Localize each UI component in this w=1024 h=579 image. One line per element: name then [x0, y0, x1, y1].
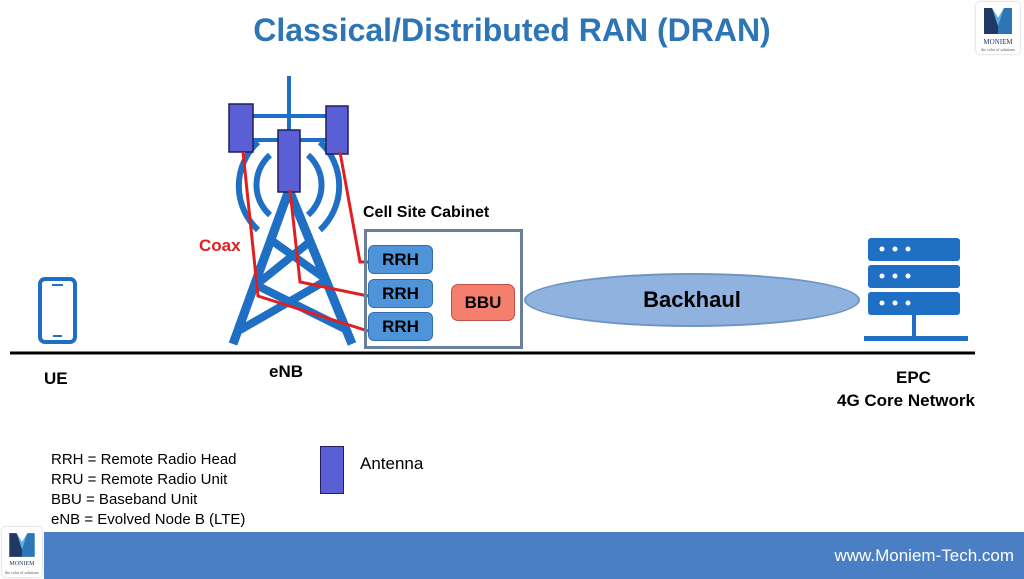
moniem-logo-icon [9, 533, 35, 557]
epc-label: EPC [896, 368, 931, 387]
phone-icon [38, 277, 77, 344]
page-title: Classical/Distributed RAN (DRAN) [253, 12, 771, 48]
ue-label: UE [44, 369, 68, 388]
moniem-logo-bottom: MONIEM the color of solutions [2, 527, 42, 577]
rrh-unit-2: RRH [368, 279, 433, 308]
footer-bar: www.Moniem-Tech.com [44, 532, 1024, 579]
logo-brand: MONIEM [9, 561, 35, 567]
legend-item-rrh: RRH = Remote Radio Head [51, 451, 237, 468]
rrh-unit-3: RRH [368, 312, 433, 341]
legend-item-enb: eNB = Evolved Node B (LTE) [51, 511, 246, 528]
coax-label: Coax [199, 236, 241, 255]
footer-url: www.Moniem-Tech.com [834, 546, 1015, 565]
antenna-key-label: Antenna [360, 454, 424, 473]
enb-label: eNB [269, 362, 304, 381]
bbu-unit: BBU [451, 284, 515, 321]
rrh-unit-1: RRH [368, 245, 433, 274]
tower-icon [228, 76, 357, 346]
antenna-center [277, 129, 301, 193]
logo-tagline: the color of solutions [5, 570, 39, 575]
abbreviation-legend: RRH = Remote Radio Head RRU = Remote Rad… [51, 450, 245, 530]
logo-brand: MONIEM [983, 38, 1013, 46]
backhaul-link: Backhaul [524, 273, 860, 327]
server-rack-icon [864, 238, 968, 341]
core-network-label: 4G Core Network [837, 391, 975, 410]
moniem-logo-top: MONIEM the color of solutions [976, 2, 1020, 54]
moniem-logo-icon [984, 8, 1012, 34]
antenna-left [228, 103, 254, 153]
legend-item-bbu: BBU = Baseband Unit [51, 491, 198, 508]
antenna-key-icon [320, 446, 344, 494]
legend-item-rru: RRU = Remote Radio Unit [51, 471, 228, 488]
cell-site-cabinet [364, 229, 523, 349]
cabinet-label: Cell Site Cabinet [363, 204, 490, 221]
logo-tagline: the color of solutions [981, 47, 1015, 52]
antenna-right [325, 105, 349, 155]
